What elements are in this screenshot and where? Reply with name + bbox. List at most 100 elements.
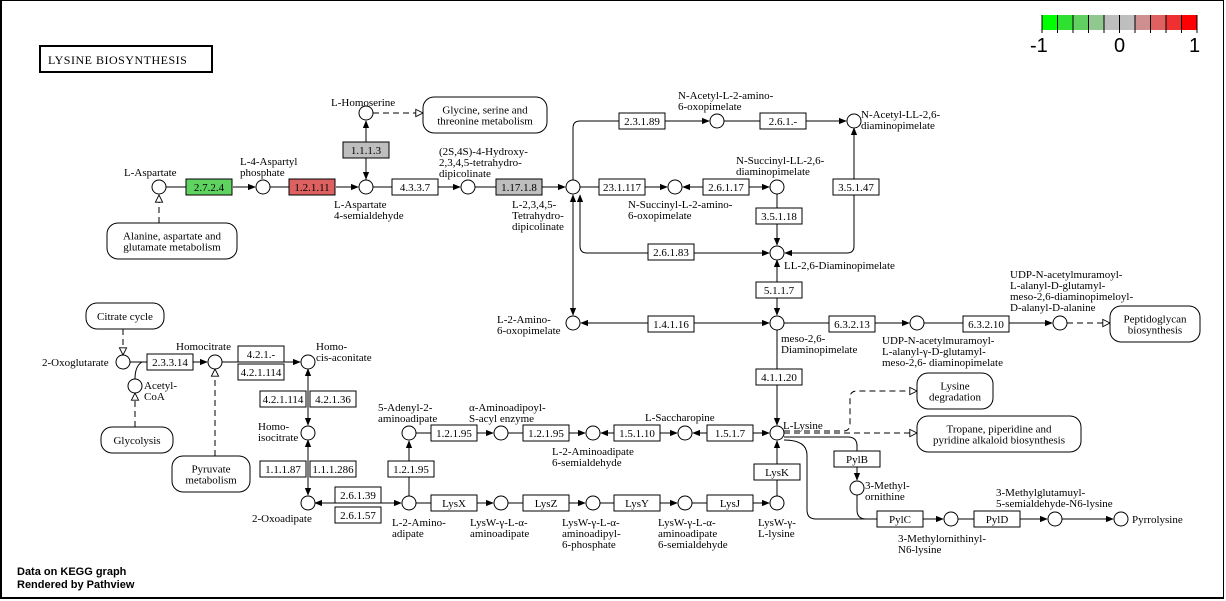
- enzyme-node[interactable]: 5.1.1.7: [755, 281, 803, 299]
- compound-circle[interactable]: [401, 425, 417, 441]
- enzyme-node[interactable]: LysX: [430, 494, 478, 512]
- enzyme-node[interactable]: 1.1.1.286: [309, 460, 357, 478]
- enzyme-node[interactable]: 6.3.2.13: [828, 315, 876, 333]
- enzyme-node[interactable]: 3.5.1.18: [755, 207, 803, 225]
- enzyme-box[interactable]: [309, 390, 357, 408]
- enzyme-box[interactable]: [522, 494, 570, 512]
- compound-circle[interactable]: [300, 354, 316, 370]
- enzyme-node[interactable]: 23.1.117: [598, 178, 646, 196]
- compound-node[interactable]: 2-Oxoadipate: [252, 495, 316, 525]
- enzyme-node[interactable]: 2.7.2.4: [185, 178, 233, 196]
- enzyme-box[interactable]: [618, 112, 666, 130]
- enzyme-node[interactable]: 2.6.1.57: [334, 506, 382, 524]
- compound-node[interactable]: 3-Methylornithinyl-N6-lysine: [898, 511, 986, 556]
- compound-circle[interactable]: [358, 179, 374, 195]
- compound-circle[interactable]: [585, 495, 601, 511]
- enzyme-box[interactable]: [613, 424, 661, 442]
- compound-circle[interactable]: [300, 495, 316, 511]
- compound-circle[interactable]: [769, 495, 785, 511]
- enzyme-box[interactable]: [146, 353, 194, 371]
- enzyme-node[interactable]: 1.17.1.8: [495, 178, 543, 196]
- compound-node[interactable]: N-Acetyl-L-2-amino-6-oxopimelate: [678, 90, 774, 129]
- compound-circle[interactable]: [151, 179, 167, 195]
- enzyme-node[interactable]: 2.3.3.14: [146, 353, 194, 371]
- compound-node[interactable]: N-Succinyl-LL-2,6-diaminopimelate: [736, 155, 825, 195]
- compound-node[interactable]: 3-Methylglutamuyl-5-semialdehyde-N6-lysi…: [996, 487, 1113, 527]
- enzyme-box[interactable]: [259, 460, 307, 478]
- compound-node[interactable]: L-2-Amino-6-oxopimelate: [497, 314, 581, 337]
- enzyme-box[interactable]: [259, 390, 307, 408]
- compound-circle[interactable]: [493, 425, 509, 441]
- enzyme-node[interactable]: 1.2.1.95: [522, 424, 570, 442]
- enzyme-box[interactable]: [495, 178, 543, 196]
- enzyme-node[interactable]: 4.2.1.114: [237, 363, 285, 381]
- enzyme-node[interactable]: 1.4.1.16: [647, 315, 695, 333]
- enzyme-box[interactable]: [237, 345, 285, 363]
- enzyme-box[interactable]: [647, 315, 695, 333]
- enzyme-box[interactable]: [647, 243, 695, 261]
- compound-circle[interactable]: [1052, 315, 1068, 331]
- compound-circle[interactable]: [460, 179, 476, 195]
- compound-node[interactable]: L-2,3,4,5-Tetrahydro-dipicolinate: [512, 179, 581, 233]
- compound-node[interactable]: (2S,4S)-4-Hydroxy-2,3,4,5-tetrahydro-dip…: [439, 146, 528, 195]
- compound-circle[interactable]: [849, 480, 865, 496]
- compound-circle[interactable]: [565, 179, 581, 195]
- enzyme-node[interactable]: 2.6.1.39: [334, 486, 382, 504]
- compound-circle[interactable]: [769, 425, 785, 441]
- enzyme-node[interactable]: 1.5.1.7: [706, 424, 754, 442]
- compound-circle[interactable]: [667, 179, 683, 195]
- compound-node[interactable]: UDP-N-acetylmuramoyl-L-alanyl-γ-D-glutam…: [882, 315, 1003, 369]
- compound-node[interactable]: LysW-γ-L-lysine: [758, 495, 796, 540]
- enzyme-box[interactable]: [185, 178, 233, 196]
- compound-circle[interactable]: [769, 315, 785, 331]
- enzyme-node[interactable]: PylC: [876, 510, 924, 528]
- enzyme-node[interactable]: 4.1.1.20: [755, 368, 803, 386]
- enzyme-box[interactable]: [973, 510, 1021, 528]
- compound-node[interactable]: Homo-cis-aconitate: [300, 341, 372, 370]
- map-node-box[interactable]: [916, 372, 994, 410]
- compound-node[interactable]: L-Lysine: [769, 420, 823, 441]
- compound-node[interactable]: LysW-γ-L-α-aminoadipate: [470, 495, 529, 540]
- compound-circle[interactable]: [401, 495, 417, 511]
- compound-node[interactable]: N-Succinyl-L-2-amino-6-oxopimelate: [628, 179, 733, 222]
- compound-node[interactable]: L-Saccharopine: [645, 412, 715, 441]
- enzyme-box[interactable]: [706, 494, 754, 512]
- compound-node[interactable]: L-2-Amino-adipate: [392, 495, 446, 540]
- compound-circle[interactable]: [207, 354, 223, 370]
- enzyme-box[interactable]: [430, 424, 478, 442]
- enzyme-node[interactable]: PylB: [833, 450, 881, 468]
- compound-node[interactable]: 2-Oxoglutarate: [42, 354, 131, 370]
- enzyme-node[interactable]: 3.5.1.47: [832, 178, 880, 196]
- enzyme-node[interactable]: 1.1.1.3: [342, 141, 390, 159]
- enzyme-node[interactable]: 1.2.1.11: [288, 178, 336, 196]
- compound-node[interactable]: meso-2,6-Diaminopimelate: [769, 315, 857, 356]
- enzyme-node[interactable]: 2.6.1.17: [702, 178, 750, 196]
- enzyme-box[interactable]: [876, 510, 924, 528]
- map-node-box[interactable]: [100, 426, 174, 454]
- compound-circle[interactable]: [493, 495, 509, 511]
- compound-circle[interactable]: [769, 179, 785, 195]
- map-node[interactable]: Citrate cycle: [85, 302, 165, 330]
- enzyme-box[interactable]: [430, 494, 478, 512]
- map-node-box[interactable]: [1109, 305, 1201, 343]
- enzyme-box[interactable]: [309, 460, 357, 478]
- enzyme-box[interactable]: [753, 463, 801, 481]
- enzyme-box[interactable]: [755, 281, 803, 299]
- enzyme-box[interactable]: [702, 178, 750, 196]
- compound-node[interactable]: 3-Methyl-ornithine: [849, 480, 910, 503]
- enzyme-node[interactable]: 2.6.1.-: [759, 112, 807, 130]
- enzyme-box[interactable]: [828, 315, 876, 333]
- compound-circle[interactable]: [677, 425, 693, 441]
- enzyme-box[interactable]: [334, 486, 382, 504]
- compound-node[interactable]: L-Aspartate: [124, 167, 177, 195]
- enzyme-box[interactable]: [334, 506, 382, 524]
- compound-node[interactable]: α-Aminoadipoyl-S-acyl enzyme: [469, 402, 546, 441]
- enzyme-node[interactable]: 1.5.1.10: [613, 424, 661, 442]
- enzyme-box[interactable]: [755, 207, 803, 225]
- compound-circle[interactable]: [585, 425, 601, 441]
